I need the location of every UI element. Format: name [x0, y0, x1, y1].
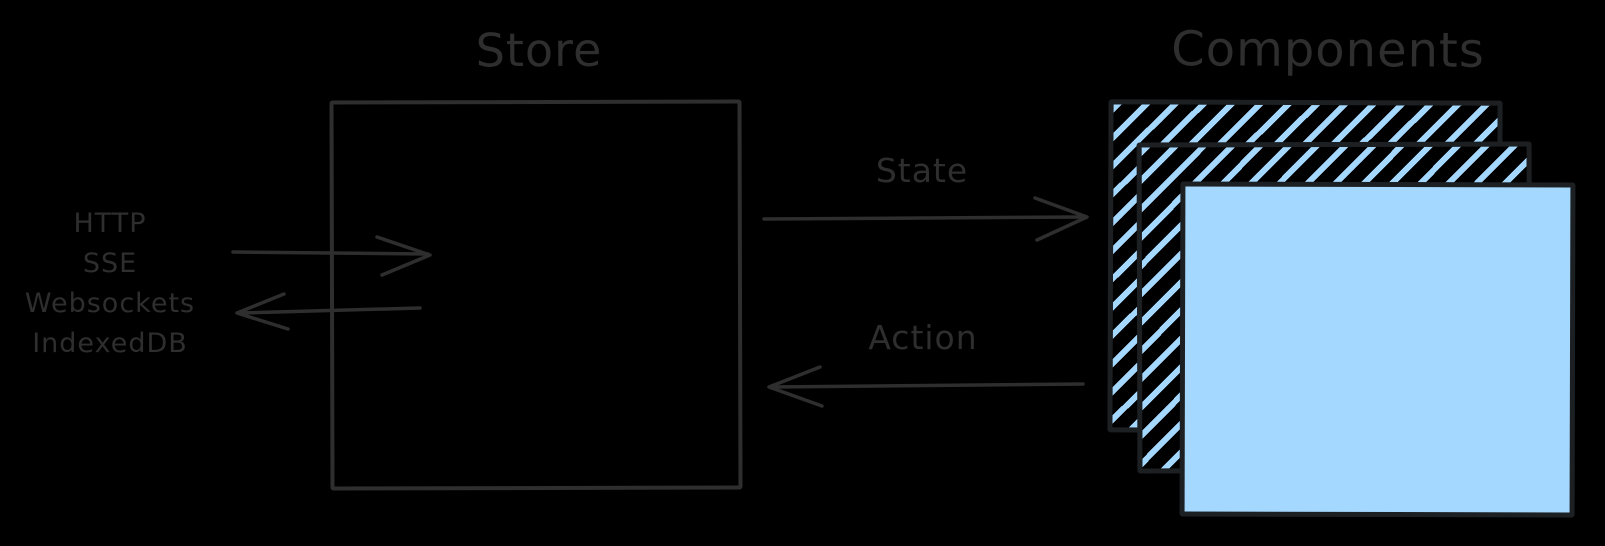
state-arrow-label: State — [875, 151, 969, 190]
transport-item-sse: SSE — [82, 248, 138, 279]
components-title: Components — [1171, 21, 1485, 79]
state-arrow — [762, 196, 1089, 242]
component-box-front — [1179, 181, 1576, 518]
transport-item-websockets: Websockets — [24, 288, 196, 319]
action-arrow-label: Action — [868, 318, 978, 357]
store-title: Store — [475, 22, 603, 78]
action-arrow — [767, 365, 1085, 408]
store-box — [329, 99, 743, 491]
transport-list: HTTP SSE Websockets IndexedDB — [0, 204, 220, 364]
transport-item-indexeddb: IndexedDB — [32, 328, 188, 359]
transport-item-http: HTTP — [73, 208, 147, 239]
